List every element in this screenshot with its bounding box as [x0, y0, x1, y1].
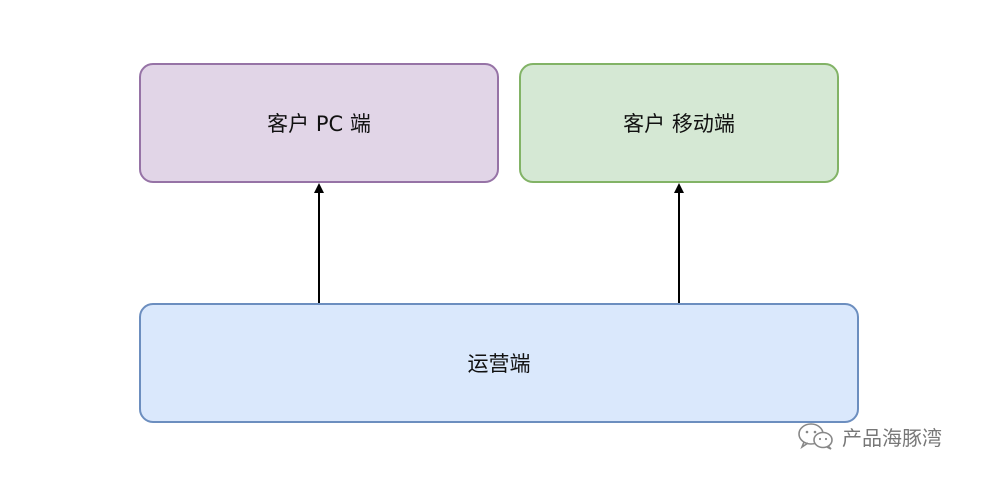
wechat-icon — [798, 423, 833, 450]
node-customer-mobile: 客户 移动端 — [519, 63, 839, 183]
node-customer-pc: 客户 PC 端 — [139, 63, 499, 183]
node-operations: 运营端 — [139, 303, 859, 423]
watermark: 产品海豚湾 — [796, 420, 942, 452]
watermark-text: 产品海豚湾 — [842, 425, 942, 450]
node-customer-pc-label: 客户 PC 端 — [267, 112, 371, 136]
node-operations-label: 运营端 — [467, 352, 531, 376]
node-customer-mobile-label: 客户 移动端 — [623, 112, 735, 136]
